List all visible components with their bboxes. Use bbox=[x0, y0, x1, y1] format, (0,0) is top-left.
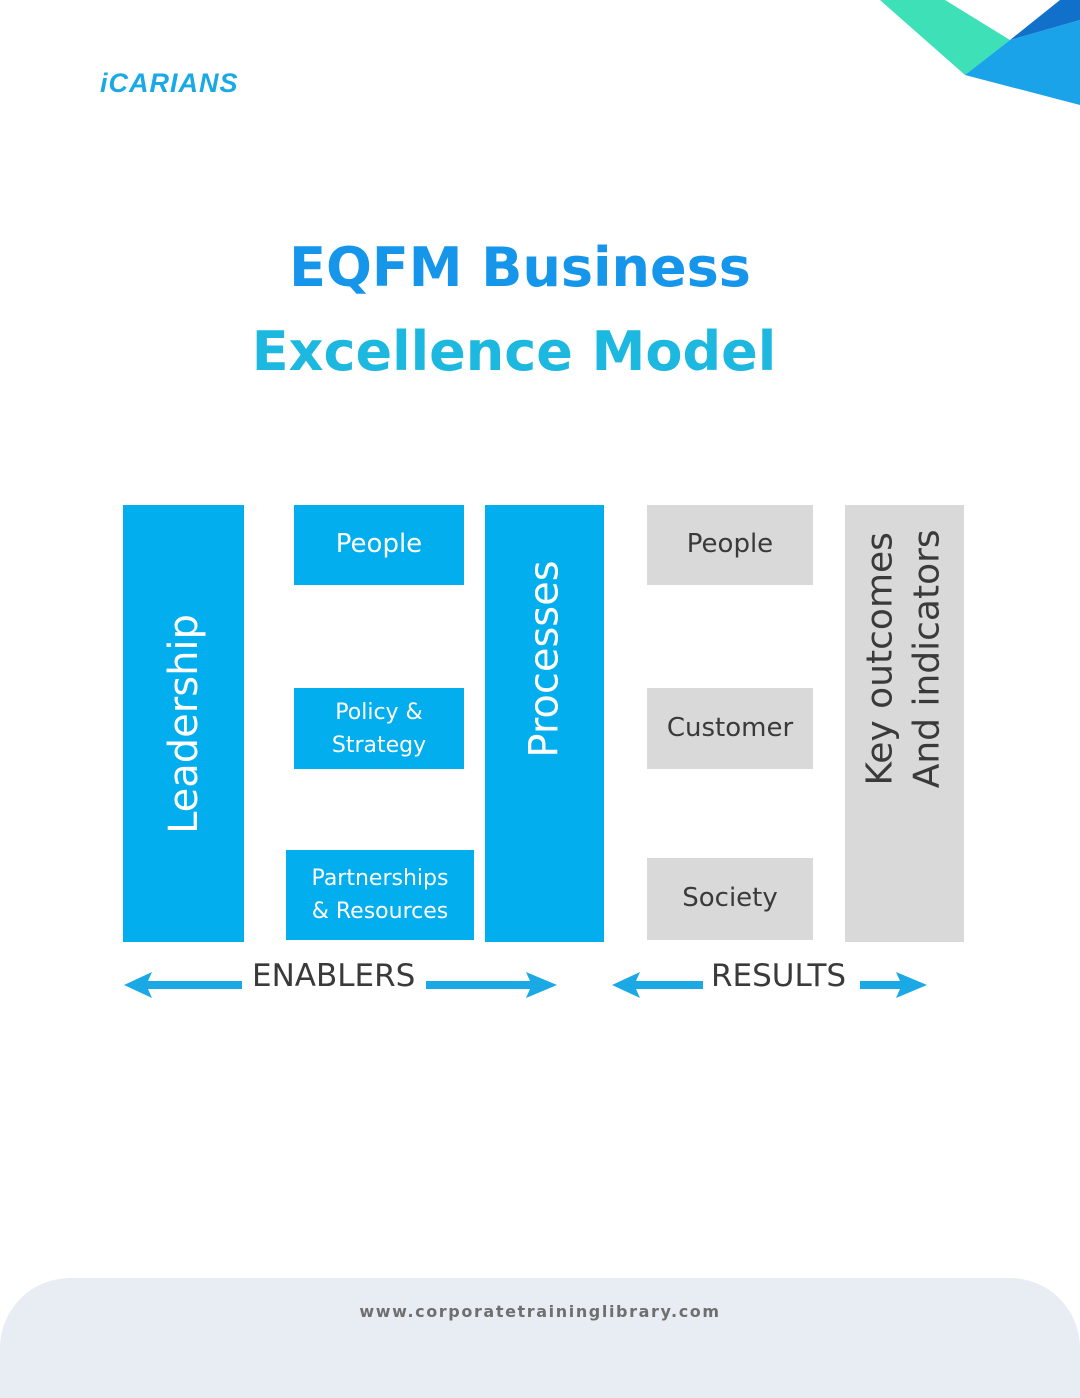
page-title-line-2: Excellence Model bbox=[251, 320, 777, 383]
people-result-label: People bbox=[686, 529, 774, 560]
customer-result-label: Customer bbox=[666, 712, 794, 743]
people-enabler-box: People bbox=[294, 505, 464, 585]
enablers-left-arrow bbox=[124, 972, 242, 998]
society-result-box: Society bbox=[647, 858, 813, 940]
key-outcomes-line-1: Key outcomes bbox=[859, 531, 901, 786]
partnerships-label-1: Partnerships bbox=[311, 866, 449, 891]
footer-url[interactable]: www.corporatetraininglibrary.com bbox=[359, 1302, 721, 1321]
key-outcomes-label: Key outcomes And indicators bbox=[858, 529, 952, 788]
partnerships-resources-box: Partnerships & Resources bbox=[286, 850, 474, 940]
brand-logo: iCARIANS bbox=[100, 68, 239, 98]
customer-result-box: Customer bbox=[647, 688, 813, 769]
enablers-label: ENABLERS bbox=[244, 958, 424, 994]
footer-band bbox=[0, 1278, 1080, 1398]
policy-strategy-label-1: Policy & bbox=[335, 699, 423, 725]
results-right-arrow bbox=[860, 972, 927, 998]
leadership-label: Leadership bbox=[160, 613, 207, 834]
people-enabler-label: People bbox=[335, 529, 423, 560]
corner-ribbon-decoration bbox=[880, 0, 1080, 105]
results-left-arrow bbox=[612, 972, 704, 998]
section-arrows bbox=[124, 972, 927, 998]
policy-strategy-box: Policy & Strategy bbox=[294, 688, 464, 769]
processes-box: Processes bbox=[485, 505, 604, 942]
key-outcomes-box: Key outcomes And indicators bbox=[845, 505, 964, 942]
society-result-label: Society bbox=[682, 883, 778, 914]
people-result-box: People bbox=[647, 505, 813, 585]
partnerships-label-2: & Resources bbox=[311, 899, 449, 924]
enablers-right-arrow bbox=[426, 972, 557, 998]
policy-strategy-label-2: Strategy bbox=[331, 732, 427, 758]
key-outcomes-line-2: And indicators bbox=[906, 529, 948, 788]
processes-label: Processes bbox=[521, 559, 568, 758]
leadership-box: Leadership bbox=[123, 505, 244, 942]
results-label: RESULTS bbox=[703, 958, 855, 994]
page-title-line-1: EQFM Business bbox=[289, 236, 751, 299]
